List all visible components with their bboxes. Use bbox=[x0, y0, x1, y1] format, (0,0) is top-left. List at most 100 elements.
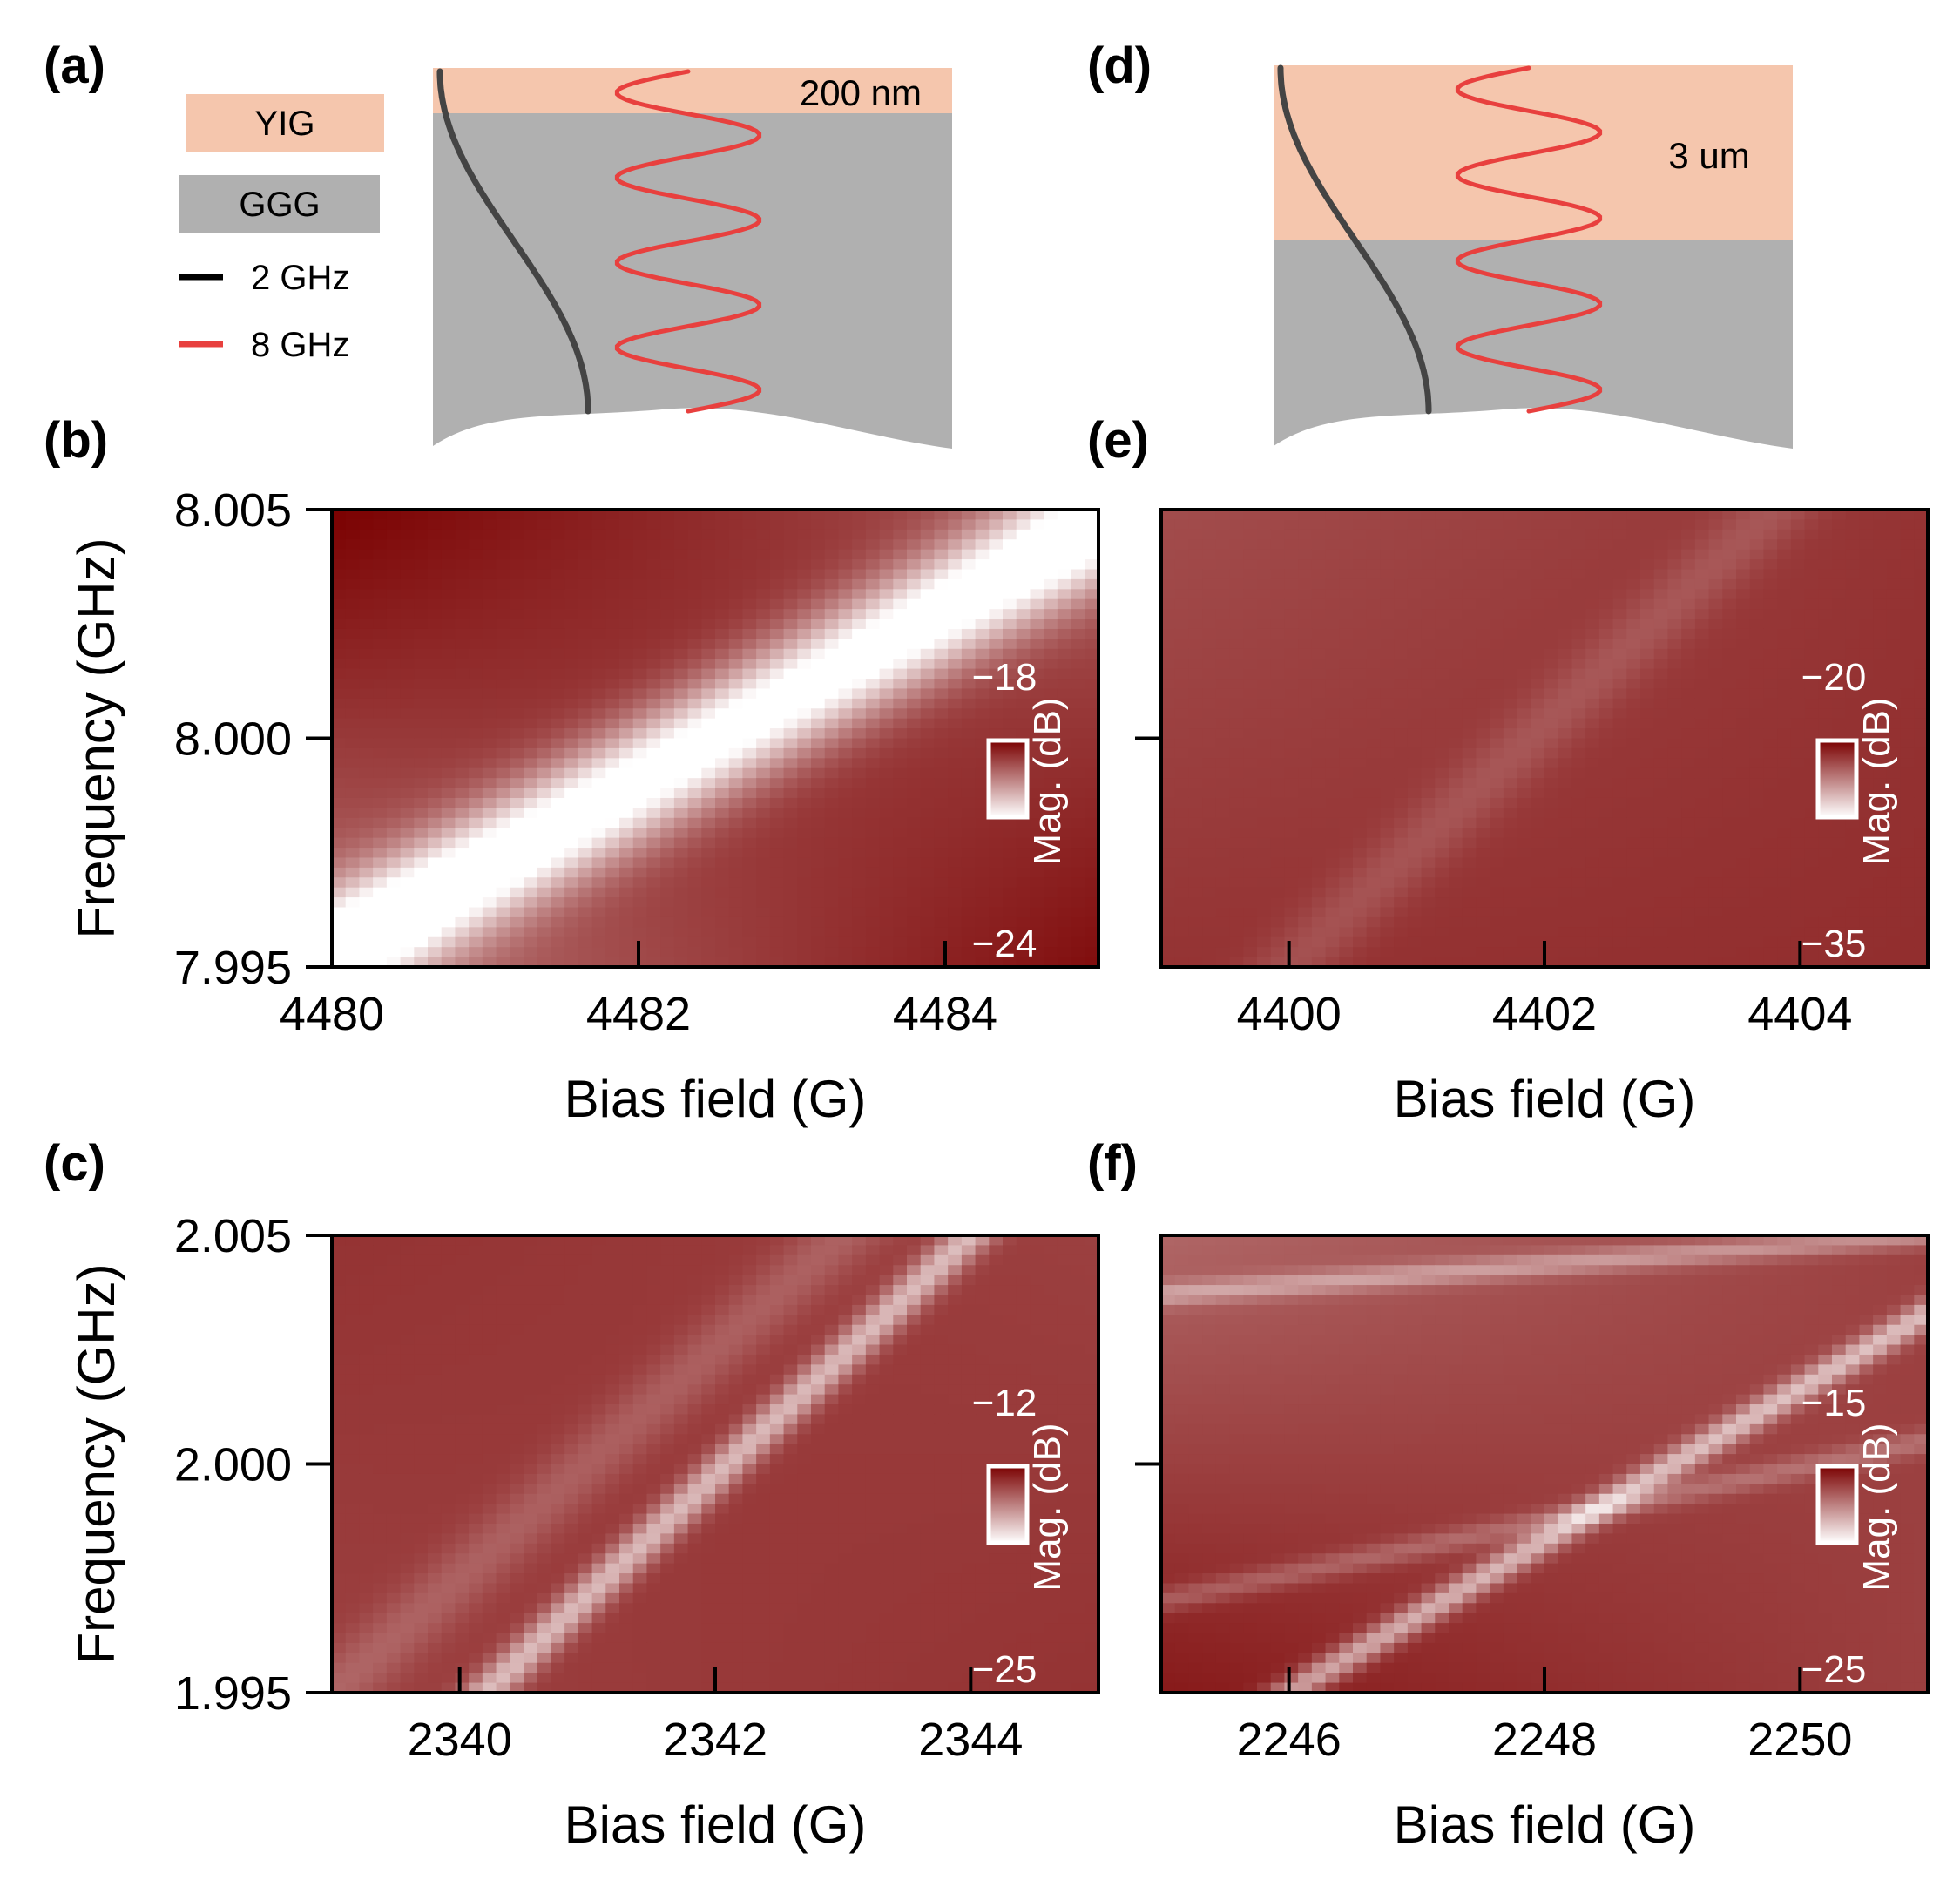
heatmap-cell bbox=[400, 708, 415, 720]
heatmap-cell bbox=[496, 598, 510, 610]
heatmap-cell bbox=[605, 1653, 620, 1664]
heatmap-cell bbox=[428, 758, 443, 769]
heatmap-cell bbox=[400, 927, 415, 938]
heatmap-cell bbox=[1030, 510, 1044, 521]
heatmap-cell bbox=[428, 1354, 443, 1365]
heatmap-cell bbox=[414, 1324, 429, 1335]
heatmap-cell bbox=[920, 1633, 936, 1644]
heatmap-cell bbox=[687, 1473, 702, 1484]
heatmap-cell bbox=[646, 1583, 661, 1594]
heatmap-cell bbox=[907, 1444, 922, 1455]
heatmap-cell bbox=[359, 1335, 374, 1346]
heatmap-cell bbox=[852, 887, 867, 898]
heatmap-cell bbox=[441, 1374, 456, 1385]
heatmap-cell bbox=[386, 857, 402, 869]
heatmap-cell bbox=[632, 1254, 648, 1266]
heatmap-cell bbox=[428, 698, 443, 709]
heatmap-cell bbox=[824, 767, 840, 779]
heatmap-cell bbox=[524, 1335, 538, 1346]
heatmap-cell bbox=[564, 1285, 579, 1296]
heatmap-cell bbox=[701, 1384, 716, 1396]
heatmap-cell bbox=[893, 897, 908, 909]
heatmap-cell bbox=[783, 1533, 798, 1545]
heatmap-cell bbox=[373, 1254, 388, 1266]
heatmap-cell bbox=[646, 659, 661, 670]
heatmap-cell bbox=[728, 668, 744, 680]
heatmap-cell bbox=[797, 589, 812, 600]
heatmap-cell bbox=[1071, 897, 1085, 909]
heatmap-cell bbox=[537, 1295, 552, 1306]
heatmap-cell bbox=[414, 797, 429, 808]
heatmap-cell bbox=[1071, 1254, 1085, 1266]
heatmap-cell bbox=[769, 1324, 785, 1335]
heatmap-cell bbox=[797, 639, 812, 650]
heatmap-cell bbox=[359, 1423, 374, 1435]
heatmap-cell bbox=[482, 857, 497, 869]
heatmap-cell bbox=[455, 639, 470, 650]
heatmap-cell bbox=[537, 897, 552, 909]
heatmap-cell bbox=[1085, 907, 1099, 918]
heatmap-cell bbox=[1085, 619, 1099, 630]
heatmap-cell bbox=[893, 708, 908, 720]
heatmap-cell bbox=[893, 1504, 908, 1515]
heatmap-cell bbox=[482, 1642, 497, 1653]
heatmap-cell bbox=[907, 1642, 922, 1653]
heatmap-cell bbox=[537, 1573, 552, 1585]
heatmap-cell bbox=[632, 1394, 648, 1405]
heatmap-cell bbox=[824, 728, 840, 740]
heatmap-cell bbox=[865, 747, 881, 759]
heatmap-cell bbox=[455, 867, 470, 878]
heatmap-cell bbox=[948, 1304, 963, 1315]
heatmap-cell bbox=[961, 1324, 977, 1335]
heatmap-cell bbox=[687, 718, 702, 729]
heatmap-cell bbox=[632, 1484, 648, 1495]
heatmap-cell bbox=[865, 897, 881, 909]
heatmap-cell bbox=[1057, 1573, 1072, 1585]
heatmap-cell bbox=[879, 679, 894, 690]
heatmap-cell bbox=[769, 927, 785, 938]
heatmap-cell bbox=[920, 1504, 936, 1515]
heatmap-cell bbox=[797, 1583, 812, 1594]
heatmap-cell bbox=[907, 1592, 922, 1604]
heatmap-cell bbox=[756, 1344, 771, 1356]
heatmap-cell bbox=[564, 817, 579, 828]
heatmap-cell bbox=[1057, 529, 1072, 540]
heatmap-cell bbox=[1044, 767, 1058, 779]
panel-label-e: (e) bbox=[1087, 412, 1149, 469]
heatmap-cell bbox=[1044, 1315, 1058, 1326]
heatmap-cell bbox=[591, 1285, 606, 1296]
heatmap-cell bbox=[687, 1592, 702, 1604]
heatmap-cell bbox=[838, 1454, 853, 1465]
heatmap-cell bbox=[386, 1444, 402, 1455]
heatmap-cell bbox=[852, 668, 867, 680]
heatmap-cell bbox=[428, 1374, 443, 1385]
heatmap-cell bbox=[1030, 1553, 1044, 1565]
heatmap-cell bbox=[811, 1414, 826, 1425]
heatmap-cell bbox=[1071, 1633, 1085, 1644]
heatmap-cell bbox=[756, 639, 771, 650]
heatmap-cell bbox=[961, 1623, 977, 1634]
heatmap-cell bbox=[742, 688, 757, 700]
heatmap-cell bbox=[441, 549, 456, 560]
heatmap-cell bbox=[578, 1493, 593, 1504]
heatmap-cell bbox=[386, 1504, 402, 1515]
heatmap-cell bbox=[332, 758, 347, 769]
heatmap-cell bbox=[359, 708, 374, 720]
heatmap-cell bbox=[1044, 708, 1058, 720]
heatmap-cell bbox=[578, 808, 593, 819]
heatmap-cell bbox=[783, 1404, 798, 1416]
heatmap-cell bbox=[742, 1304, 757, 1315]
heatmap-cell bbox=[701, 1254, 716, 1266]
heatmap-cell bbox=[482, 1493, 497, 1504]
heatmap-cell bbox=[1085, 578, 1099, 590]
heatmap-cell bbox=[715, 857, 730, 869]
heatmap-cell bbox=[1030, 1573, 1044, 1585]
heatmap-cell bbox=[578, 609, 593, 620]
heatmap-cell bbox=[524, 758, 538, 769]
heatmap-cell bbox=[756, 808, 771, 819]
heatmap-cell bbox=[332, 1344, 347, 1356]
heatmap-cell bbox=[660, 957, 675, 968]
heatmap-cell bbox=[1071, 1295, 1085, 1306]
heatmap-cell bbox=[838, 1254, 853, 1266]
heatmap-cell bbox=[742, 1464, 757, 1475]
